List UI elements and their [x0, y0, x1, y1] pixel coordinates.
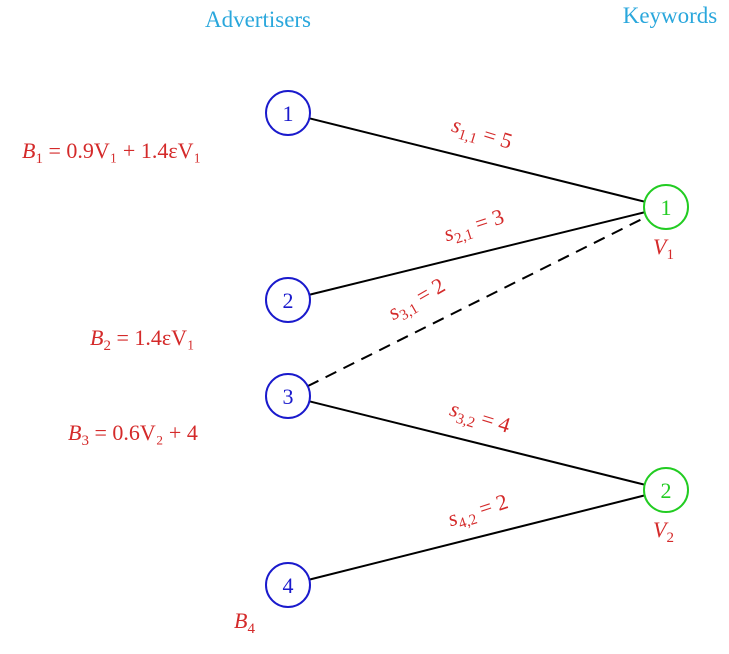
budget-label-2: B2 = 1.4εV₁ [90, 325, 195, 354]
edge-label-2-1: s2,1 = 3 [440, 203, 508, 250]
keyword-value-label-2: V2 [653, 517, 674, 546]
edge-label-3-2: s3,2 = 4 [446, 396, 514, 442]
budget-label-3: B3 = 0.6V₂ + 4 [68, 420, 198, 449]
budget-label-1: B1 = 0.9V₁ + 1.4εV₁ [22, 138, 201, 167]
edge-3-1 [307, 215, 647, 388]
edge-label-1-1: s1,1 = 5 [448, 112, 516, 158]
advertiser-node-label: 2 [283, 288, 294, 313]
nodes-group: 1 2 3 4 1 2 [265, 90, 689, 608]
advertiser-node-4 [265, 562, 311, 608]
edge-label-4-2: s4,2 = 2 [444, 488, 512, 535]
advertisers-header: Advertisers [205, 7, 311, 32]
advertiser-node-label: 1 [283, 101, 294, 126]
keyword-node-1 [643, 184, 689, 230]
keyword-value-label-1: V1 [653, 234, 674, 263]
node-labels-group: B1 = 0.9V₁ + 1.4εV₁ B2 = 1.4εV₁ B3 = 0.6V₂… [22, 138, 674, 637]
edge-4-2 [309, 494, 645, 581]
edge-2-1 [309, 211, 645, 296]
edge-1-1 [309, 117, 645, 203]
advertiser-node-1 [265, 90, 311, 136]
advertiser-node-label: 4 [283, 573, 294, 598]
edge-labels-group: s1,1 = 5s2,1 = 3s3,1 = 2s3,2 = 4s4,2 = 2 [383, 112, 516, 535]
advertiser-node-3 [265, 373, 311, 419]
keyword-node-label: 2 [661, 478, 672, 503]
budget-label-4: B4 [234, 608, 255, 637]
advertiser-node-2 [265, 277, 311, 323]
edges-group [307, 117, 647, 581]
advertiser-node-label: 3 [283, 384, 294, 409]
keyword-node-label: 1 [661, 195, 672, 220]
keywords-header: Keywords [623, 3, 718, 28]
edge-3-2 [309, 400, 645, 486]
keyword-node-2 [643, 467, 689, 513]
